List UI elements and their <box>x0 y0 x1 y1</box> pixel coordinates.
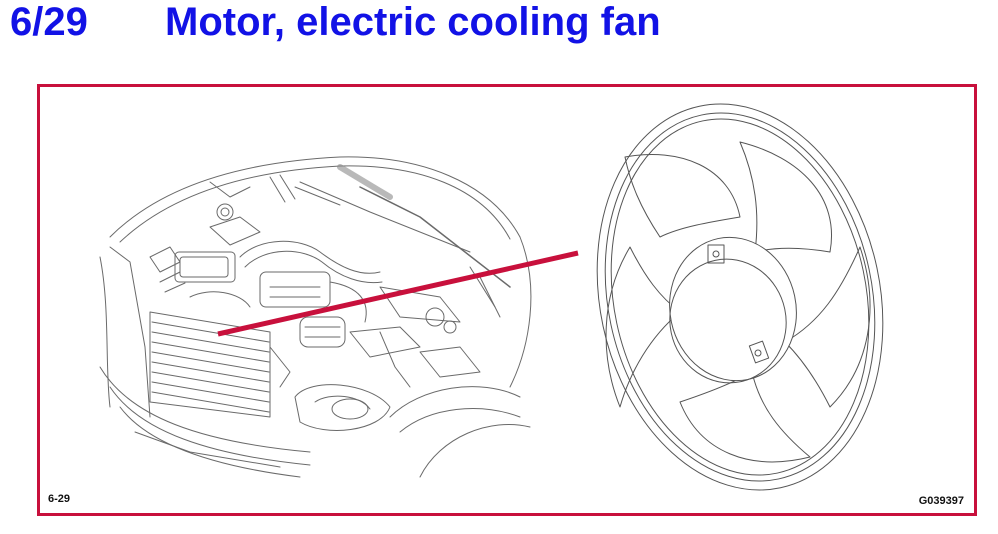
section-number: 6/29 <box>10 0 88 44</box>
drawing-code: G039397 <box>918 495 964 507</box>
page-title: Motor, electric cooling fan <box>165 0 661 44</box>
illustration-svg <box>99 103 884 491</box>
figure-label: 6-29 <box>48 493 71 505</box>
header: 6/29 Motor, electric cooling fan <box>0 0 998 60</box>
cooling-fan-drawing <box>596 103 884 491</box>
pointer-line <box>217 250 579 337</box>
car-engine-bay-drawing <box>99 156 532 478</box>
illustration-frame: 6-29 G039397 <box>37 84 977 516</box>
